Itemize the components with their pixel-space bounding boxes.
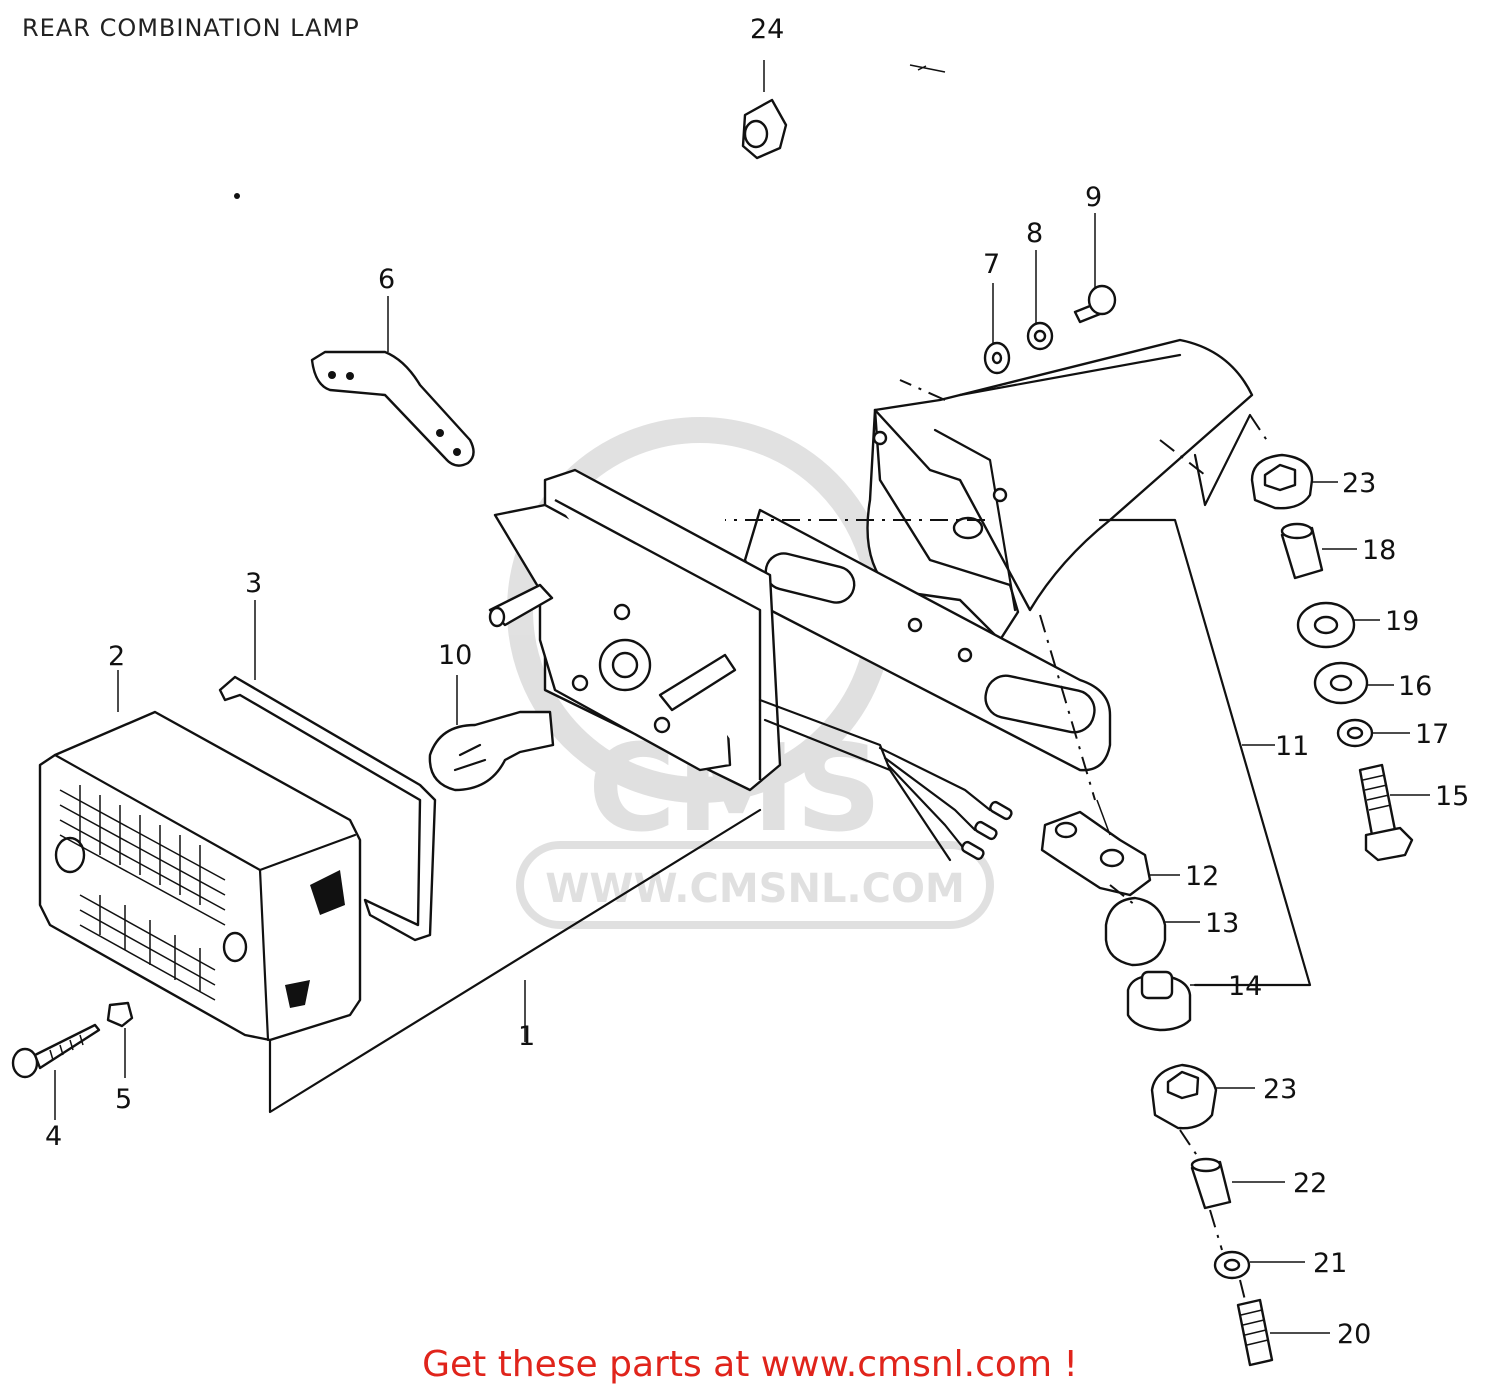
callout-3: 3 [245,568,262,599]
part-9-screw [1073,284,1117,324]
callout-18: 18 [1362,535,1396,566]
callout-17: 17 [1415,719,1449,750]
part-22-collar [1190,1157,1232,1210]
part-7-washer [983,341,1011,375]
part-11-fender-bracket [743,338,1254,772]
callout-6: 6 [378,264,395,295]
callout-24: 24 [750,14,784,45]
part-18-collar [1280,522,1324,580]
part-23-upper-nut [1250,453,1314,510]
callout-11: 11 [1275,731,1309,762]
part-3-gasket [218,675,437,942]
callout-7: 7 [983,249,1000,280]
callout-8: 8 [1026,218,1043,249]
callout-22: 22 [1293,1168,1327,1199]
footer-link-text[interactable]: Get these parts at www.cmsnl.com ! [422,1344,1078,1385]
part-15-bolt [1358,763,1414,862]
part-13-grommet [1104,896,1167,967]
callout-4: 4 [45,1121,62,1152]
watermark-pill [516,841,994,929]
part-17-lock-washer [1336,718,1374,748]
part-16-washer [1313,661,1369,705]
lamp-housing [488,468,782,792]
callouts: 1 2 3 4 5 6 7 8 9 10 11 12 13 14 15 16 1… [45,14,1469,1350]
watermark-url-text: WWW.CMSNL.COM [545,866,965,912]
wire-harness [758,698,1013,862]
callout-2: 2 [108,641,125,672]
group-11-bracket [725,379,1312,1301]
part-23-lower-nut [1150,1063,1218,1130]
part-10-bulb [428,710,555,792]
callout-1: 1 [518,1021,535,1052]
leader-lines-right [1150,481,1430,1334]
part-8-lock-washer [1026,321,1054,351]
part-6-bracket [310,350,475,467]
part-14-collar [1126,970,1192,1032]
callout-12: 12 [1185,861,1219,892]
part-21-lock-washer [1213,1250,1251,1280]
callout-5: 5 [115,1084,132,1115]
callout-16: 16 [1398,671,1432,702]
callout-23-upper: 23 [1342,468,1376,499]
part-5-grommet [106,1001,134,1028]
diagram-title: REAR COMBINATION LAMP [22,14,360,42]
callout-9: 9 [1085,182,1102,213]
part-12-clamp [1040,810,1152,897]
part-20-bolt [1236,1298,1274,1367]
part-2-lens [38,710,362,1042]
callout-21: 21 [1313,1248,1347,1279]
part-19-washer [1296,601,1356,649]
callout-13: 13 [1205,908,1239,939]
callout-10: 10 [438,640,472,671]
callout-14: 14 [1228,971,1262,1002]
callout-19: 19 [1385,606,1419,637]
group-1-bracket [268,808,762,1114]
callout-23-lower: 23 [1263,1074,1297,1105]
callout-20: 20 [1337,1319,1371,1350]
part-24-grommet [741,98,788,160]
part-4-screw [11,1023,101,1079]
callout-15: 15 [1435,781,1469,812]
